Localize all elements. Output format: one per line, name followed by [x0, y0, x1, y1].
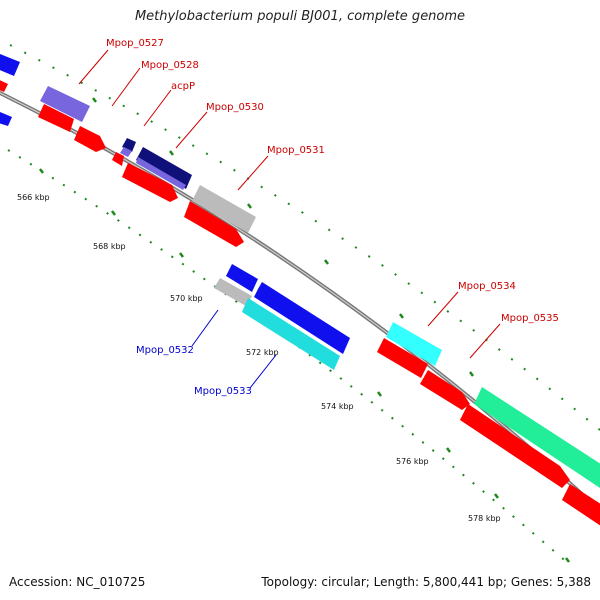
kbp-label: 570 kbp: [170, 294, 203, 303]
gene-feature[interactable]: [120, 147, 132, 157]
kbp-label: 578 kbp: [468, 514, 501, 523]
gene-feature[interactable]: [420, 370, 470, 410]
gene-label-mpop-0533[interactable]: Mpop_0533: [194, 386, 252, 397]
gene-feature[interactable]: [562, 484, 600, 528]
tick-track-inner: [7, 149, 571, 566]
gene-label-mpop-0531[interactable]: Mpop_0531: [267, 145, 325, 156]
map-title: Methylobacterium populi BJ001, complete …: [134, 9, 466, 24]
gene-feature[interactable]: [0, 52, 20, 76]
gene-feature[interactable]: [74, 126, 106, 152]
gene-label-mpop-0535[interactable]: Mpop_0535: [501, 313, 559, 324]
tick-track-outer: [9, 44, 600, 431]
kbp-label: 568 kbp: [93, 242, 126, 251]
gene-feature[interactable]: [226, 264, 258, 292]
gene-feature[interactable]: [38, 104, 74, 132]
gene-feature[interactable]: [122, 163, 178, 202]
gene-feature[interactable]: [474, 387, 600, 490]
gene-feature[interactable]: [460, 404, 570, 488]
kbp-label: 566 kbp: [17, 193, 50, 202]
gene-feature[interactable]: [214, 278, 252, 306]
kbp-label: 574 kbp: [321, 402, 354, 411]
gene-feature[interactable]: [254, 282, 350, 354]
gene-label-mpop-0527[interactable]: Mpop_0527: [106, 38, 164, 49]
gene-label-acpp[interactable]: acpP: [171, 81, 195, 92]
gene-label-mpop-0534[interactable]: Mpop_0534: [458, 281, 516, 292]
genome-stats-text: Topology: circular; Length: 5,800,441 bp…: [261, 575, 591, 589]
gene-feature[interactable]: [184, 201, 244, 247]
gene-labels: Mpop_0527 Mpop_0528 acpP Mpop_0530 Mpop_…: [106, 38, 559, 397]
gene-feature[interactable]: [0, 78, 8, 92]
major-ticks: [39, 97, 570, 563]
gene-label-mpop-0532[interactable]: Mpop_0532: [136, 345, 194, 356]
gene-label-mpop-0528[interactable]: Mpop_0528: [141, 60, 199, 71]
gene-feature[interactable]: [386, 322, 442, 366]
kbp-labels: 566 kbp 568 kbp 570 kbp 572 kbp 574 kbp …: [17, 193, 501, 523]
gene-feature[interactable]: [136, 157, 186, 190]
gene-feature[interactable]: [40, 86, 90, 122]
kbp-label: 576 kbp: [396, 457, 429, 466]
gene-feature[interactable]: [136, 147, 192, 189]
gene-label-mpop-0530[interactable]: Mpop_0530: [206, 102, 264, 113]
leader-lines: [78, 49, 501, 389]
gene-feature[interactable]: [242, 298, 340, 370]
gene-feature[interactable]: [112, 152, 124, 166]
gene-feature[interactable]: [377, 338, 428, 378]
gene-feature[interactable]: [192, 185, 256, 233]
kbp-label: 572 kbp: [246, 348, 279, 357]
accession-text: Accession: NC_010725: [9, 575, 146, 589]
gene-feature[interactable]: [0, 110, 12, 126]
